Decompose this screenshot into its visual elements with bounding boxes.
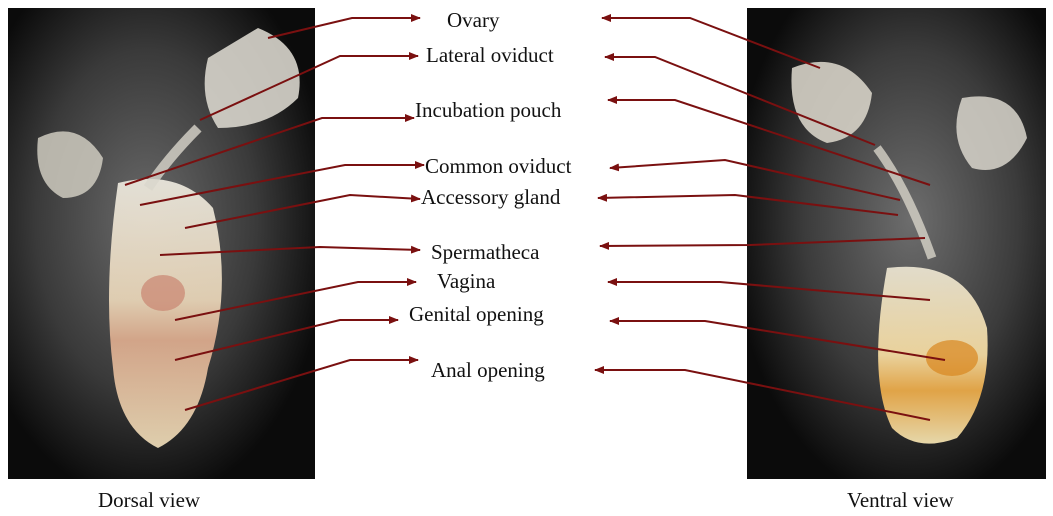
label-lateral-oviduct: Lateral oviduct: [426, 45, 554, 66]
label-incubation-pouch: Incubation pouch: [415, 100, 561, 121]
label-genital-opening: Genital opening: [409, 304, 544, 325]
ventral-view-photo: [747, 8, 1046, 479]
caption-dorsal-view: Dorsal view: [98, 490, 200, 511]
dorsal-view-photo: [8, 8, 315, 479]
label-common-oviduct: Common oviduct: [425, 156, 571, 177]
caption-ventral-view: Ventral view: [847, 490, 954, 511]
label-ovary: Ovary: [447, 10, 499, 31]
label-accessory-gland: Accessory gland: [421, 187, 560, 208]
label-anal-opening: Anal opening: [431, 360, 545, 381]
label-vagina: Vagina: [437, 271, 495, 292]
label-spermatheca: Spermatheca: [431, 242, 539, 263]
